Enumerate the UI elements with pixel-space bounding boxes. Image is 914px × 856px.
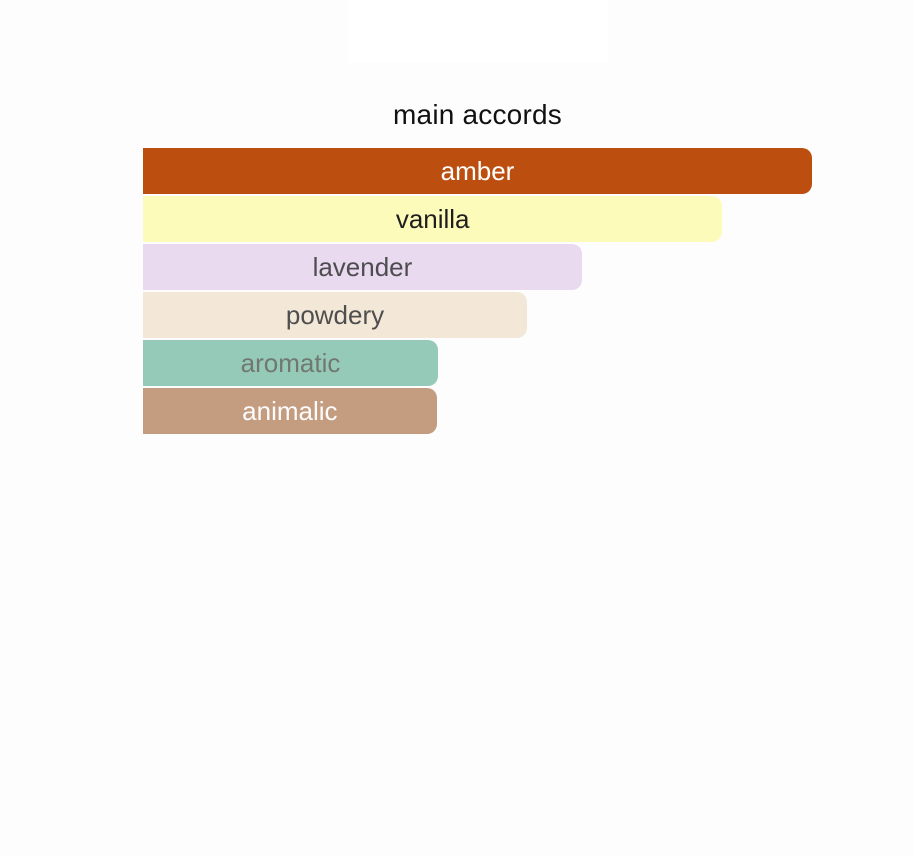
accord-label: amber [440, 156, 515, 186]
accord-bar-list: amber vanilla lavender powdery aromatic anima… [143, 148, 812, 434]
accord-label: powdery [285, 300, 385, 330]
accord-bar-powdery: powdery [143, 292, 527, 338]
accord-label: aromatic [240, 348, 341, 378]
accord-bar-aromatic: aromatic [143, 340, 439, 386]
accord-bar-animalic: animalic [143, 388, 437, 434]
chart-title: main accords [393, 99, 562, 130]
accord-bar-amber: amber [143, 148, 812, 194]
accord-label: animalic [242, 396, 338, 426]
accord-label: lavender [312, 252, 413, 282]
accord-bar-lavender: lavender [143, 244, 582, 290]
accord-label: vanilla [395, 204, 470, 234]
main-accords-chart: main accords amber vanilla lavender powdery… [143, 101, 812, 436]
accord-bar-vanilla: vanilla [143, 196, 723, 242]
top-highlight-panel [348, 0, 608, 63]
